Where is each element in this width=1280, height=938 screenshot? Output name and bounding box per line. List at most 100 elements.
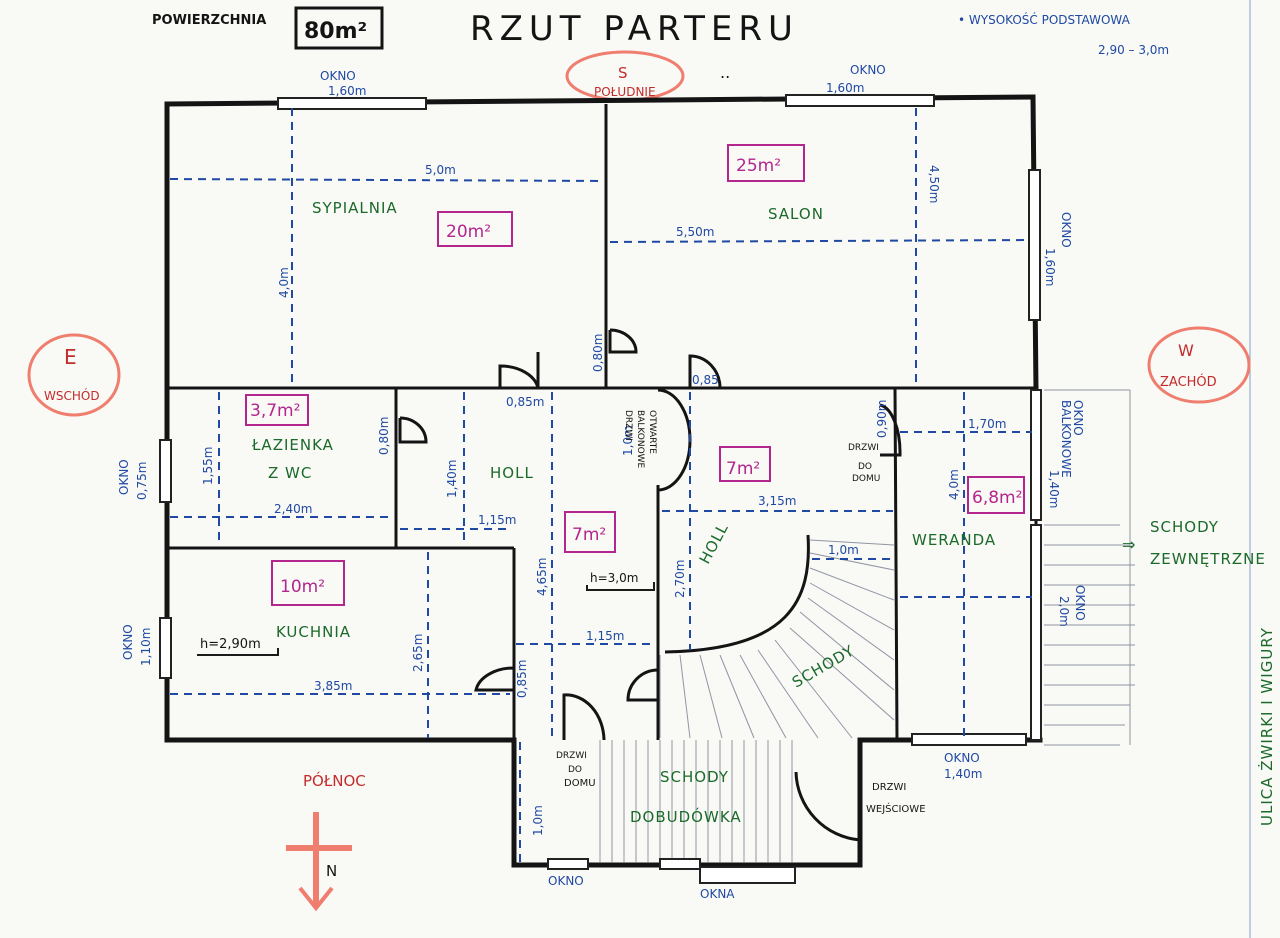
kitchen-area-box (271, 560, 345, 606)
window-veranda-bottom-label: OKNO (944, 751, 980, 765)
dim-hall-length: 4,65m (535, 558, 549, 596)
door-entrance-swing (794, 770, 862, 842)
kitchen-height: h=2,90m (200, 637, 261, 652)
dim-balcony-door: 1,0m (621, 425, 635, 456)
windows (159, 94, 1042, 884)
ext-stairs-line2: ZEWNĘTRZNE (1150, 550, 1266, 568)
north-word: PÓŁNOC (303, 771, 366, 790)
dim-door-small: 0,90m (875, 400, 889, 438)
house-door-bottom-line3: DOMU (564, 778, 596, 789)
dim-bath-height: 1,55m (201, 447, 215, 485)
window-top-left (277, 97, 427, 110)
bedroom-name: SYPIALNIA (312, 199, 398, 217)
kitchen-area: 10m² (280, 577, 325, 597)
height-note-value: 2,90 – 3,0m (1098, 43, 1169, 57)
scribble-dots: .. (720, 63, 730, 82)
street-name: ULICA ŻWIRKI I WIGURY (1257, 627, 1276, 826)
hall-area-box (564, 511, 616, 553)
dim-door-bath: 0,80m (377, 417, 391, 455)
dim-door-kitchen: 0,85m (515, 660, 529, 698)
door-hall-bedroom-swing (498, 352, 540, 389)
dim-door-hall-b: 0,85 (692, 373, 719, 387)
window-top-left-label: OKNO (320, 69, 356, 83)
bedroom-area-box (437, 211, 513, 247)
dim-living-width: 5,50m (676, 225, 714, 239)
door-balcony-swing (657, 388, 692, 492)
window-balcony-label1: OKNO (1071, 400, 1085, 436)
window-bathroom (159, 439, 172, 503)
hall-height: h=3,0m (590, 571, 638, 585)
dim-hall2-height: 2,70m (673, 560, 687, 598)
west-circle (1147, 326, 1251, 404)
window-kitchen (159, 617, 172, 679)
kitchen-name: KUCHNIA (276, 623, 351, 641)
stairs-name: SCHODY (789, 641, 858, 691)
dimension-lines (169, 108, 1032, 862)
window-bath-label: OKNO (117, 459, 131, 495)
window-top-left-size: 1,60m (328, 84, 366, 98)
window-veranda-bottom-size: 1,40m (944, 767, 982, 781)
veranda-area-box (967, 476, 1025, 514)
doors (398, 328, 902, 842)
dim-kitchen-width: 3,85m (314, 679, 352, 693)
north-letter: N (326, 862, 337, 880)
window-kitchen-size: 1,10m (139, 628, 153, 666)
stairs-curve (664, 534, 810, 654)
east-word: WSCHÓD (44, 388, 100, 403)
area-value: 80m² (304, 19, 367, 44)
window-veranda-side-label: OKNO (1073, 585, 1087, 621)
window-veranda-side (1030, 524, 1042, 741)
dim-bedroom-depth: 4,0m (277, 267, 291, 298)
stairs-hatching (599, 389, 1135, 862)
window-annex-left-label: OKNO (548, 874, 584, 888)
dim-door-hall-a: 0,85m (506, 395, 544, 409)
veranda-name: WERANDA (912, 531, 996, 549)
dim-hall-depth: 1,40m (445, 460, 459, 498)
dim-veranda-width: 1,70m (968, 417, 1006, 431)
height-note-label: • WYSOKOŚĆ PODSTAWOWA (958, 12, 1131, 27)
west-word: ZACHÓD (1160, 374, 1217, 390)
window-kitchen-label: OKNO (121, 624, 135, 660)
dim-annex-depth: 1,0m (531, 805, 545, 836)
annex-name-line2: DOBUDÓWKA (630, 807, 742, 826)
window-top-right (785, 94, 935, 107)
dim-bath-width: 2,40m (274, 502, 312, 516)
bathroom-area: 3,7m² (250, 401, 300, 421)
hall2-area-box (719, 446, 771, 482)
window-right (1028, 169, 1041, 321)
window-balcony (1030, 389, 1042, 521)
house-door-bottom-line2: DO (568, 765, 582, 775)
veranda-area: 6,8m² (972, 488, 1022, 508)
dim-door-bedroom: 0,80m (591, 334, 605, 372)
annex-name-line1: SCHODY (660, 768, 729, 786)
bathroom-name-line1: ŁAZIENKA (251, 436, 334, 454)
west-letter: W (1178, 341, 1194, 360)
east-circle (27, 333, 121, 417)
window-veranda-side-size: 2,0m (1057, 596, 1071, 627)
window-top-right-size: 1,60m (826, 81, 864, 95)
window-annex-left (547, 858, 589, 870)
window-balcony-label2: BALKONOWE (1059, 400, 1073, 478)
area-label: POWIERZCHNIA (152, 13, 266, 28)
dim-bedroom-width: 5,0m (425, 163, 456, 177)
window-veranda-bottom (911, 733, 1027, 746)
house-door-right-line1: DRZWI (848, 443, 879, 453)
kitchen-height-mark (197, 648, 279, 656)
door-bathroom-swing (398, 416, 428, 444)
door-bedroom-swing (608, 328, 638, 354)
window-annex-mid (659, 858, 701, 870)
hall-area: 7m² (572, 525, 606, 545)
door-veranda-swing (879, 403, 902, 457)
south-letter: S (618, 64, 628, 82)
door-annex-swing (562, 693, 606, 741)
hall2-area: 7m² (726, 459, 760, 479)
balcony-door-line2: BALKONOWE (635, 410, 645, 469)
window-right-label: OKNO (1059, 212, 1073, 248)
balcony-door-line1: DRZWI (623, 410, 633, 441)
entrance-door-line1: DRZWI (872, 782, 906, 793)
window-annex-right (699, 866, 796, 884)
ext-stairs-arrow-icon: ⇒ (1122, 535, 1135, 554)
window-bath-size: 0,75m (135, 462, 149, 500)
dim-stairs-width: 1,0m (828, 543, 859, 557)
